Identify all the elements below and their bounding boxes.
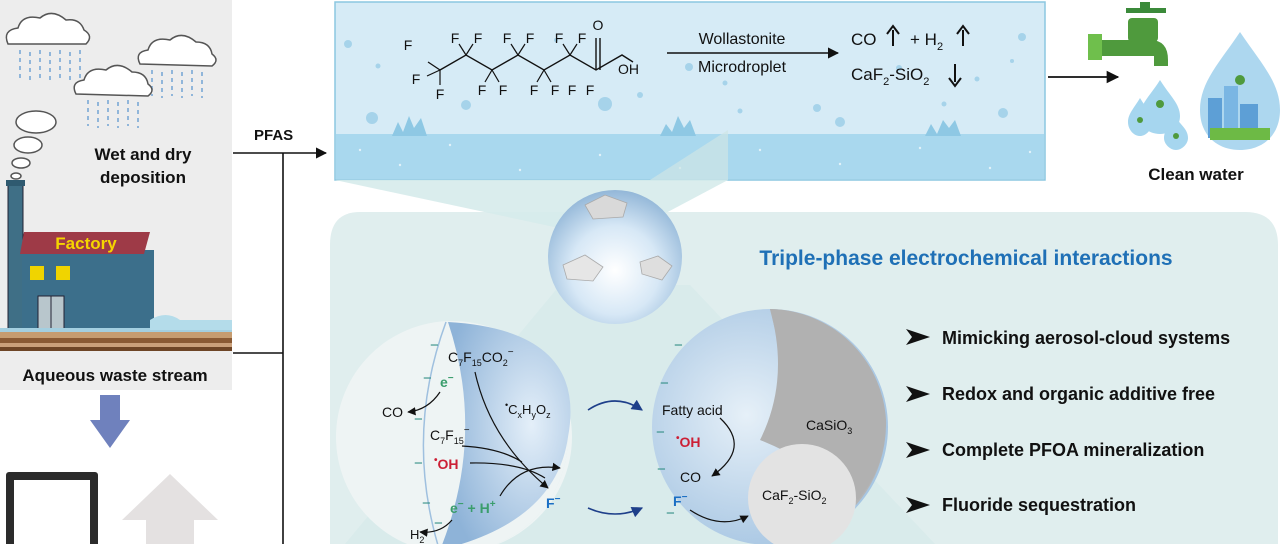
svg-text:−: − [674,337,683,354]
source-panel: Wet and dry deposition Factory [0,0,232,390]
left-droplet-minus-signs: − − − − − − [414,337,443,532]
bullet-arrow-icon [906,329,930,345]
gas-products: CO + H2 [851,30,943,53]
atom-label: F [586,82,595,98]
atom-label: F [412,71,421,87]
atom-label: F [451,30,460,46]
ground [0,315,232,351]
fatty-acid-label: Fatty acid [662,402,723,418]
monitor-icon [6,472,98,544]
clean-water-label: Clean water [1148,165,1244,184]
radical-label: •CxHyOz [505,400,551,420]
electron-proton: e− + H+ [450,499,496,516]
atom-label: F [436,86,445,102]
faucet-icon [1088,2,1168,66]
svg-text:−: − [430,337,439,354]
c7f15-anion: C7F15− [430,425,470,446]
reagent-above: Wollastonite [699,31,786,48]
svg-text:−: − [434,515,443,532]
atom-label: F [551,82,560,98]
atom-label: F [474,30,483,46]
reaction-arrow [711,417,735,477]
svg-text:−: − [660,375,669,392]
fluoride-ion: F− [546,494,561,511]
up-arrow-icon [886,24,970,46]
up-arrow-icon [122,474,218,544]
svg-text:−: − [423,370,432,387]
smoke-icon [10,110,57,180]
atom-label: F [478,82,487,98]
caf2-sio2-label: CaF2-SiO2 [762,487,826,506]
svg-text:−: − [657,461,666,478]
product-co: CO [851,30,877,49]
atom-label: OH [618,61,639,77]
atom-label: F [568,82,577,98]
bullet-arrow-icon [906,497,930,513]
atom-label: F [404,37,413,53]
factory-label: Factory [55,234,117,253]
cloud-icon [137,34,217,67]
h2-label: H2 [410,527,424,544]
transfer-arrows [587,399,644,518]
atom-label: F [526,30,535,46]
bullet-item: Complete PFOA mineralization [942,440,1204,460]
product-caf2-sio2: CaF2-SiO2 [851,65,929,88]
deposition-label-line1: Wet and dry [95,145,193,164]
mechanism-arrows [461,371,561,497]
atom-label: O [593,17,604,33]
co-label: CO [680,469,701,485]
water-drop-icon [1128,32,1280,150]
feature-list: Mimicking aerosol-cloud systems Redox an… [906,328,1230,515]
pfas-label: PFAS [254,127,293,144]
down-arrow-icon [948,64,962,88]
reaction-arrow [419,519,453,537]
flow-lines [233,147,328,544]
svg-text:−: − [422,495,431,512]
svg-text:−: − [656,424,665,441]
hydroxyl-radical: •OH [434,455,459,472]
pfoa-structure: F F F F F F F F F F F F F F F O OH [404,17,639,102]
down-arrow-icon [90,395,130,448]
co-label: CO [382,404,403,420]
bullet-item: Mimicking aerosol-cloud systems [942,328,1230,348]
reaction-arrow [407,391,441,416]
cloud-icon [5,12,91,45]
atom-label: F [578,30,587,46]
atom-label: F [555,30,564,46]
atom-label: F [503,30,512,46]
svg-text:−: − [414,455,423,472]
factory-icon [6,180,154,331]
electron-label: e− [440,373,454,390]
right-droplet [652,309,888,544]
svg-text:−: − [666,505,675,522]
left-droplet [336,321,572,544]
pfoa-anion: C7F15CO2− [448,347,514,368]
reaction-arrow [689,509,749,524]
atom-label: F [530,82,539,98]
atom-label: F [499,82,508,98]
hydroxyl-radical: •OH [676,433,701,450]
casio3-label: CaSiO3 [806,417,852,436]
waste-stream-label: Aqueous waste stream [22,366,207,385]
right-droplet-minus-signs: − − − − − [656,337,683,522]
bullet-item: Redox and organic additive free [942,384,1215,404]
bullet-item: Fluoride sequestration [942,495,1136,515]
bullet-arrow-icon [906,386,930,402]
panel-title: Triple-phase electrochemical interaction… [759,247,1172,270]
droplet-sphere-icon [548,190,682,324]
product-h2: + H2 [910,30,943,53]
svg-text:−: − [414,411,423,428]
bullet-arrow-icon [906,442,930,458]
fluoride-ion: F− [673,492,688,509]
reagent-below: Microdroplet [698,59,787,76]
cloud-icon [73,64,153,97]
deposition-label-line2: deposition [100,168,186,187]
